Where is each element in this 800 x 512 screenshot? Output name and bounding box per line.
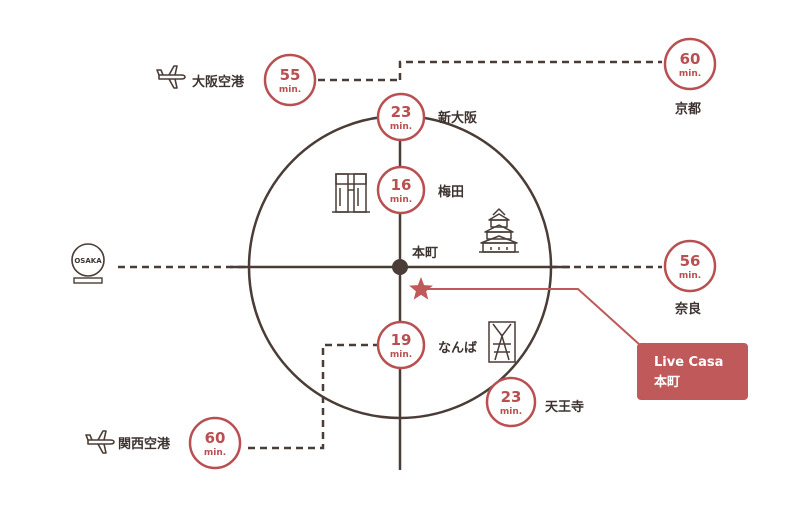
honmachi-label: 本町	[412, 245, 438, 261]
airplane-icon	[85, 430, 115, 454]
badge-minutes: 60	[205, 429, 226, 447]
badge-unit: min.	[390, 350, 412, 360]
badge-minutes: 55	[280, 66, 301, 84]
tsutenkaku-tower-icon	[488, 321, 516, 363]
osaka-logo-text: OSAKA	[74, 257, 102, 265]
badge-nara: 56 min.	[663, 239, 717, 293]
label-kyoto: 京都	[675, 101, 701, 117]
badge-unit: min.	[679, 271, 701, 281]
route-kansai-airport	[243, 343, 380, 450]
badge-minutes: 23	[501, 388, 522, 406]
label-itami-airport: 大阪空港	[192, 74, 245, 90]
badge-itami-airport: 55 min.	[263, 53, 317, 107]
badge-shin-osaka: 23 min.	[376, 92, 426, 142]
property-box: Live Casa 本町	[637, 343, 748, 400]
badge-unit: min.	[279, 85, 301, 95]
property-area: 本町	[654, 374, 680, 390]
badge-unit: min.	[679, 69, 701, 79]
badge-minutes: 16	[391, 176, 412, 194]
badge-minutes: 56	[680, 252, 701, 270]
badge-minutes: 19	[391, 331, 412, 349]
label-umeda: 梅田	[438, 184, 464, 200]
route-kyoto	[398, 60, 662, 80]
property-name: Live Casa	[654, 355, 723, 370]
property-pointer-line	[425, 288, 641, 346]
airplane-icon	[156, 65, 186, 89]
badge-unit: min.	[390, 195, 412, 205]
umeda-sky-building-icon	[332, 173, 370, 213]
badge-kyoto: 60 min.	[663, 37, 717, 91]
badge-tennoji: 23 min.	[485, 376, 537, 428]
label-nara: 奈良	[674, 301, 701, 317]
badge-minutes: 23	[391, 103, 412, 121]
star-icon	[409, 277, 433, 300]
badge-minutes: 60	[680, 50, 701, 68]
badge-namba: 19 min.	[376, 320, 426, 370]
label-kansai-airport: 関西空港	[118, 436, 171, 452]
osaka-castle-icon	[479, 208, 519, 253]
badge-unit: min.	[500, 407, 522, 417]
badge-unit: min.	[390, 122, 412, 132]
honmachi-dot	[392, 259, 408, 275]
badge-kansai-airport: 60 min.	[188, 416, 242, 470]
badge-unit: min.	[204, 448, 226, 458]
osaka-wheel-icon: OSAKA	[71, 243, 105, 284]
label-tennoji: 天王寺	[545, 399, 584, 415]
badge-umeda: 16 min.	[376, 165, 426, 215]
label-namba: なんば	[438, 341, 477, 356]
label-shin-osaka: 新大阪	[438, 110, 478, 126]
